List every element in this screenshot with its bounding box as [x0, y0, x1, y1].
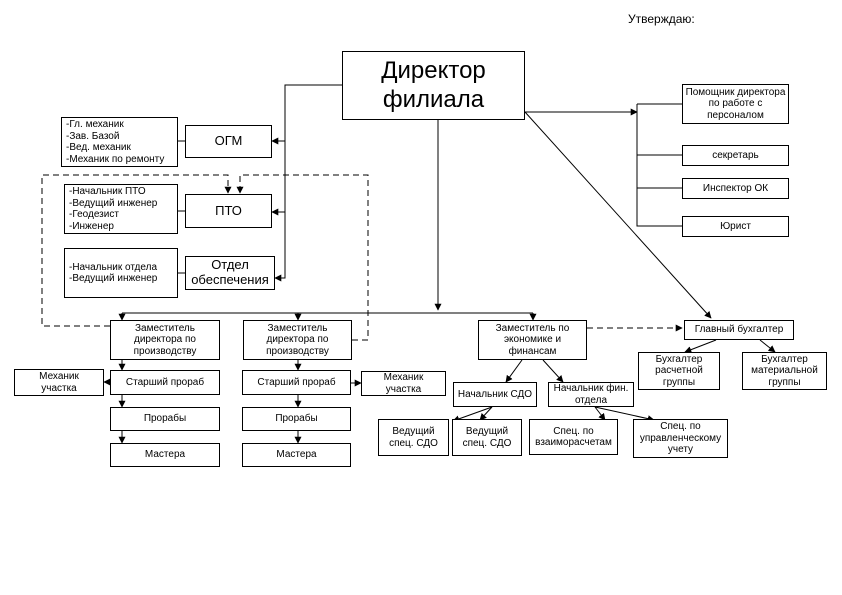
node-foremen-2: Прорабы	[242, 407, 351, 431]
approve-label: Утверждаю:	[628, 12, 695, 26]
link-fin-settle	[594, 406, 606, 421]
node-pto: ПТО	[185, 194, 272, 228]
node-ogm-staff: -Гл. механик -Зав. Базой -Вед. механик -…	[61, 117, 178, 167]
link-accountant-settle	[684, 339, 717, 353]
node-ogm: ОГМ	[185, 125, 272, 158]
link-director-accountant	[524, 111, 712, 319]
link-econ-fin	[542, 359, 564, 383]
node-foremen-1: Прорабы	[110, 407, 220, 431]
node-accountant-material: Бухгалтер материальной группы	[742, 352, 827, 390]
node-site-mechanic-1: Механик участка	[14, 369, 104, 396]
node-secretary: секретарь	[682, 145, 789, 166]
link-director-pto	[271, 141, 286, 216]
node-spec-management: Спец. по управленческому учету	[633, 419, 728, 458]
link-accountant-material	[759, 339, 776, 353]
node-assistant: Помощник директора по работе с персонало…	[682, 84, 789, 124]
link-sdo-lead2	[479, 406, 493, 421]
node-head-finance: Начальник фин. отдела	[548, 382, 634, 407]
node-lawyer: Юрист	[682, 216, 789, 237]
node-accountant-settlement: Бухгалтер расчетной группы	[638, 352, 720, 390]
node-deputy-production-2: Заместитель директора по производству	[243, 320, 352, 360]
node-deputy-economy: Заместитель по экономике и финансам	[478, 320, 587, 360]
node-lead-sdo-1: Ведущий спец. СДО	[378, 419, 449, 456]
node-site-mechanic-2: Механик участка	[361, 371, 446, 396]
link-director-ogm	[271, 84, 342, 145]
node-director: Директор филиала	[342, 51, 525, 120]
dashed-deputy1-pto	[41, 174, 232, 327]
link-assistant-rail	[636, 104, 682, 227]
node-supply: Отдел обеспечения	[185, 256, 275, 290]
link-director-supply	[274, 212, 286, 282]
node-masters-2: Мастера	[242, 443, 351, 467]
node-lead-sdo-2: Ведущий спец. СДО	[452, 419, 522, 456]
link-sdo-lead1	[452, 406, 493, 423]
node-spec-settlements: Спец. по взаиморасчетам	[529, 419, 618, 455]
node-inspector: Инспектор ОК	[682, 178, 789, 199]
node-senior-foreman-1: Старший прораб	[110, 370, 220, 395]
link-econ-sdo	[505, 359, 523, 383]
node-masters-1: Мастера	[110, 443, 220, 467]
node-senior-foreman-2: Старший прораб	[242, 370, 351, 395]
dashed-deputy2-pto	[236, 174, 369, 341]
node-deputy-production-1: Заместитель директора по производству	[110, 320, 220, 360]
link-fin-mgmt	[594, 406, 655, 423]
node-supply-staff: -Начальник отдела -Ведущий инженер	[64, 248, 178, 298]
node-pto-staff: -Начальник ПТО -Ведущий инженер -Геодези…	[64, 184, 178, 234]
node-chief-accountant: Главный бухгалтер	[684, 320, 794, 340]
node-head-sdo: Начальник СДО	[453, 382, 537, 407]
